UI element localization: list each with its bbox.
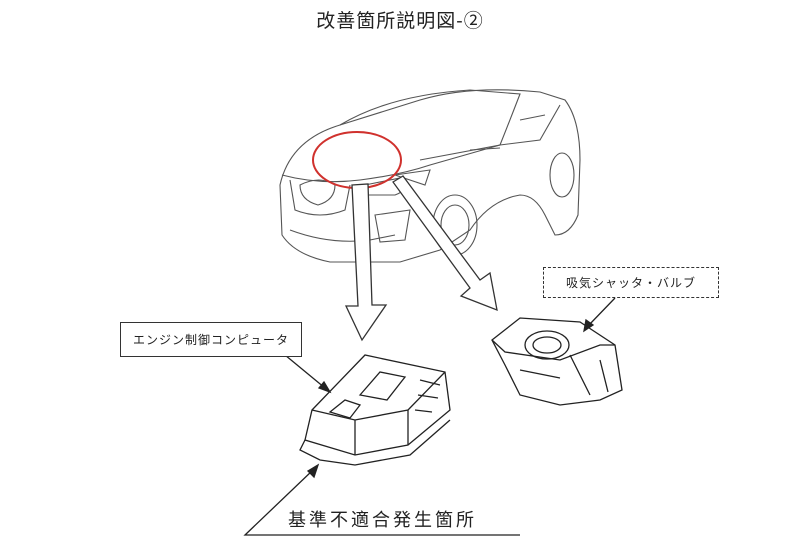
arrow-to-ecu bbox=[344, 183, 388, 342]
page-title: 改善箇所説明図-② bbox=[316, 10, 484, 32]
ecu-illustration bbox=[299, 354, 451, 466]
arrow-to-valve bbox=[392, 175, 498, 312]
highlight-ellipse bbox=[312, 131, 402, 189]
valve-illustration bbox=[491, 317, 623, 406]
intake-valve-label: 吸気シャッタ・バルブ bbox=[543, 267, 719, 298]
car-illustration bbox=[279, 89, 581, 263]
ecu-label: エンジン制御コンピュータ bbox=[120, 322, 302, 357]
nonconformity-location-label: 基準不適合発生箇所 bbox=[288, 510, 477, 531]
